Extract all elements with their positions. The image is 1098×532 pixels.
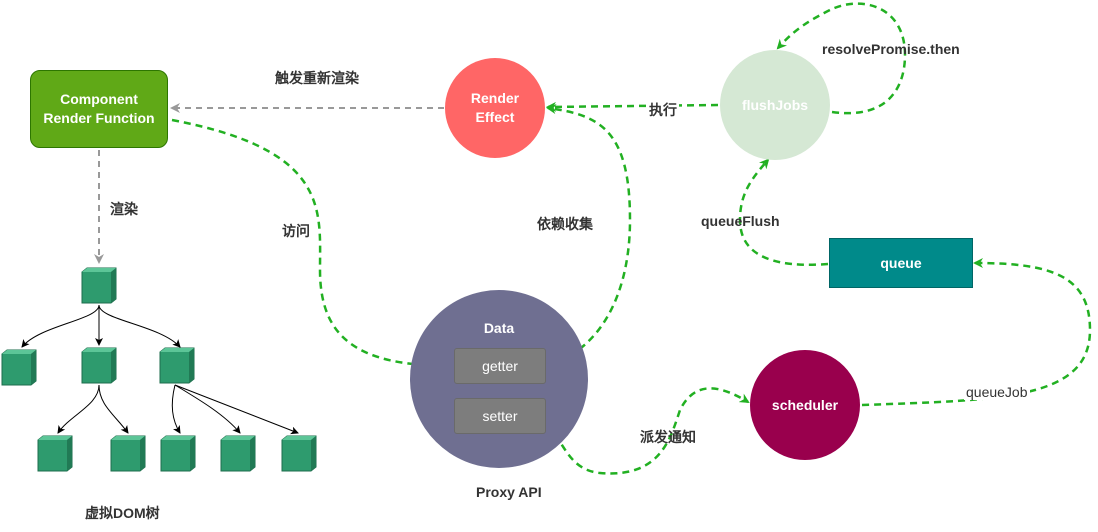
vdom-node [37, 435, 73, 472]
arrow-access [171, 118, 454, 371]
arrow-dependency [546, 104, 632, 368]
vdom-node [281, 435, 317, 472]
vdom-node [81, 347, 117, 384]
vdom-node [81, 267, 117, 304]
dependency-collection-label: 依赖收集 [537, 216, 593, 232]
vdom-node [159, 347, 195, 384]
dispatch-notify-label: 派发通知 [640, 429, 696, 445]
queue-flush-label: queueFlush [701, 213, 780, 229]
proxy-api-label: Proxy API [476, 484, 542, 500]
vdom-node [1, 349, 37, 386]
resolve-promise-label: resolvePromise.then [822, 41, 960, 57]
setter-box: setter [454, 398, 546, 434]
data-title: Data [483, 320, 515, 336]
trigger-rerender-label: 触发重新渲染 [275, 70, 359, 86]
vdom-tree-edges [21, 304, 299, 435]
arrow-dispatch [547, 387, 750, 475]
flush-jobs-node: flushJobs [720, 50, 830, 160]
arrow-queue-job [861, 258, 1092, 407]
getter-box: getter [454, 348, 546, 384]
vdom-node [220, 435, 256, 472]
render-effect-node: Render Effect [445, 58, 545, 158]
vdom-tree [1, 267, 317, 472]
queue-job-label: queueJob [964, 384, 1030, 400]
queue-node: queue [829, 238, 973, 288]
vdom-tree-label: 虚拟DOM树 [85, 505, 160, 521]
scheduler-node: scheduler [750, 350, 860, 460]
component-render-function-node: Component Render Function [30, 70, 168, 148]
arrow-queue-flush [738, 158, 829, 267]
arrow-execute [546, 101, 719, 112]
vdom-node [110, 435, 146, 472]
render-label: 渲染 [110, 201, 138, 217]
vdom-node [160, 435, 196, 472]
access-label: 访问 [282, 223, 310, 239]
render-effect-label: Render Effect [470, 90, 520, 125]
execute-label: 执行 [647, 100, 679, 120]
